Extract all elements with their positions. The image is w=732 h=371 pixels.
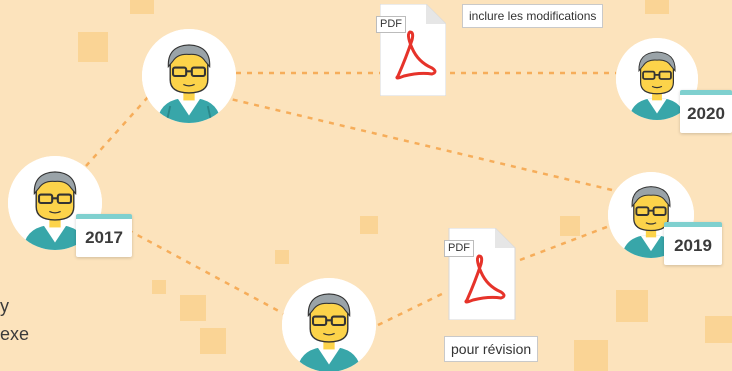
note-top: inclure les modifications xyxy=(462,4,604,28)
avatar xyxy=(282,278,376,371)
decor-square xyxy=(152,280,166,294)
side-text-line1: y xyxy=(0,296,9,316)
decor-square xyxy=(705,316,732,343)
decor-square xyxy=(645,0,669,14)
year-badge-2020: 2020 xyxy=(680,90,732,133)
decor-square xyxy=(275,250,289,264)
note-bottom: pour révision xyxy=(444,336,539,362)
avatar xyxy=(142,29,236,123)
connector xyxy=(85,96,149,167)
decor-square xyxy=(200,328,226,354)
side-text-line2: exe xyxy=(0,324,30,344)
person-icon xyxy=(616,38,698,120)
connector xyxy=(519,223,613,262)
year-badge-2019: 2019 xyxy=(664,222,722,265)
connector xyxy=(127,228,289,318)
decor-square xyxy=(560,216,580,236)
connector xyxy=(377,290,447,327)
connector xyxy=(221,95,613,192)
decor-square xyxy=(78,32,108,62)
pdf-document: PDF xyxy=(444,228,516,320)
decor-square xyxy=(130,0,154,14)
avatar xyxy=(616,38,698,120)
person-icon xyxy=(282,278,376,371)
decor-square xyxy=(574,340,608,371)
avatar xyxy=(8,156,102,250)
decor-square xyxy=(616,290,648,322)
pdf-tag: PDF xyxy=(444,240,474,257)
year-badge-2017: 2017 xyxy=(76,214,132,257)
pdf-document: PDF xyxy=(376,4,446,96)
person-icon xyxy=(8,156,102,250)
decor-square xyxy=(360,216,378,234)
decor-square xyxy=(180,295,206,321)
person-icon xyxy=(142,29,236,123)
pdf-tag: PDF xyxy=(376,16,406,33)
